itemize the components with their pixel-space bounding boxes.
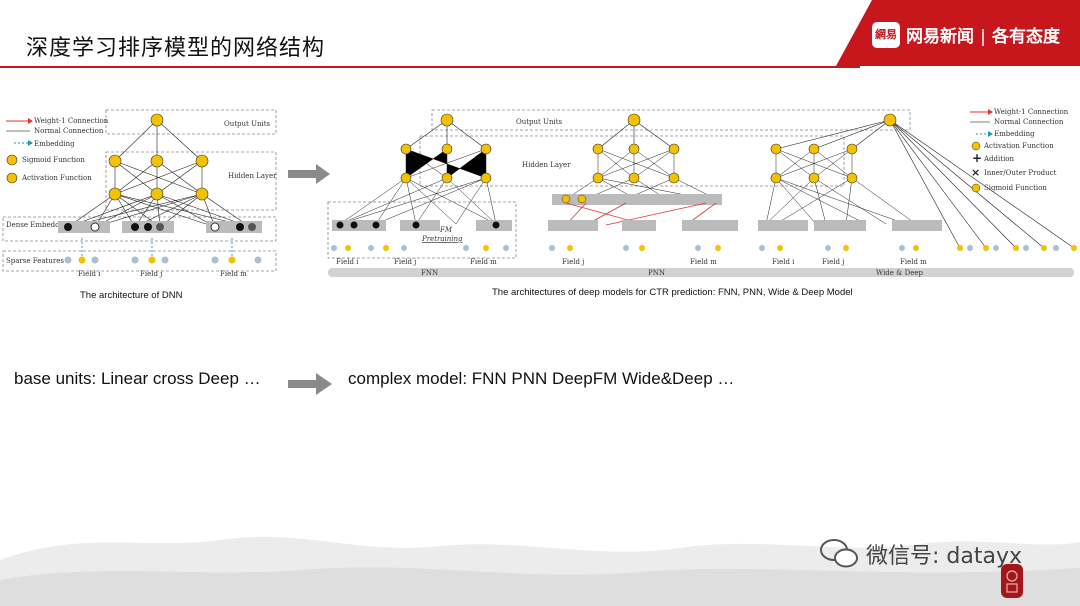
dnn-legend-embedding: Embedding bbox=[34, 140, 75, 148]
dnn-legend-normal: Normal Connection bbox=[34, 127, 104, 135]
slide-title: 深度学习排序模型的网络结构 bbox=[26, 36, 326, 61]
header-rule bbox=[0, 66, 860, 68]
dnn-field-j: Field j bbox=[140, 270, 162, 278]
dnn-field-i: Field i bbox=[78, 270, 101, 278]
complex-model-text: complex model: FNN PNN DeepFM Wide&Deep … bbox=[348, 369, 735, 388]
dnn-diagram: Weight-1 Connection Normal Connection Em… bbox=[2, 109, 277, 301]
dnn-field-m: Field m bbox=[220, 270, 247, 278]
pnn-field-m: Field m bbox=[690, 258, 717, 266]
ctr-legend-sigmoid: Sigmoid Function bbox=[984, 184, 1047, 192]
dnn-output-label: Output Units bbox=[224, 120, 271, 128]
ctr-output-label: Output Units bbox=[516, 118, 563, 126]
ctr-legend-product: Inner/Outer Product bbox=[984, 169, 1057, 177]
ctr-legend-addition: Addition bbox=[983, 155, 1015, 163]
fnn-field-i: Field i bbox=[336, 258, 359, 266]
ctr-caption: The architectures of deep models for CTR… bbox=[492, 287, 853, 298]
model-fnn: FNN bbox=[421, 269, 438, 277]
brand-name: 网易新闻 | 各有态度 bbox=[906, 27, 1061, 47]
svg-text:+: + bbox=[972, 151, 982, 165]
ctr-pretraining-label: Pretraining bbox=[421, 235, 463, 243]
wd-field-m: Field m bbox=[900, 258, 927, 266]
arrow-right-icon bbox=[288, 164, 330, 184]
wd-field-i: Field i bbox=[772, 258, 795, 266]
brand-slogan: 各有态度 bbox=[992, 27, 1061, 47]
ctr-legend-activation: Activation Function bbox=[983, 142, 1054, 150]
svg-text:×: × bbox=[971, 166, 980, 179]
red-seal-icon bbox=[1001, 564, 1023, 598]
model-wide-deep: Wide & Deep bbox=[876, 269, 924, 277]
brand-banner bbox=[836, 0, 1080, 66]
dnn-caption: The architecture of DNN bbox=[80, 290, 183, 301]
ctr-legend-embedding: Embedding bbox=[994, 130, 1035, 138]
ctr-legend-normal: Normal Connection bbox=[994, 118, 1064, 126]
dnn-legend-weight: Weight-1 Connection bbox=[34, 117, 109, 125]
wechat-icon bbox=[820, 539, 858, 568]
brand-name-text: 网易新闻 bbox=[906, 27, 974, 47]
wechat-id: 微信号: datayx bbox=[866, 544, 1022, 569]
mountain-background bbox=[0, 536, 1080, 606]
base-units-text: base units: Linear cross Deep … bbox=[14, 369, 261, 388]
ctr-legend-weight: Weight-1 Connection bbox=[994, 108, 1069, 116]
dnn-legend-sigmoid: Sigmoid Function bbox=[22, 156, 85, 164]
netease-logo: 網易 bbox=[872, 22, 900, 48]
ctr-fm-label: FM bbox=[439, 226, 453, 234]
model-pnn: PNN bbox=[648, 269, 665, 277]
dnn-sparse-label: Sparse Features bbox=[6, 257, 64, 265]
wd-field-j: Field j bbox=[822, 258, 844, 266]
dnn-hidden-label: Hidden Layer bbox=[228, 172, 277, 180]
arrow-right-icon-2 bbox=[288, 373, 332, 395]
fnn-field-m: Field m bbox=[470, 258, 497, 266]
ctr-hidden-label: Hidden Layer bbox=[522, 161, 571, 169]
dnn-dense-label: Dense Embeddings bbox=[6, 221, 75, 229]
pnn-field-j: Field j bbox=[562, 258, 584, 266]
dnn-legend-activation: Activation Function bbox=[21, 174, 92, 182]
ctr-models-diagram: Output Units Hidden Layer FM Pretraining… bbox=[327, 108, 1077, 298]
fnn-field-j: Field j bbox=[394, 258, 416, 266]
